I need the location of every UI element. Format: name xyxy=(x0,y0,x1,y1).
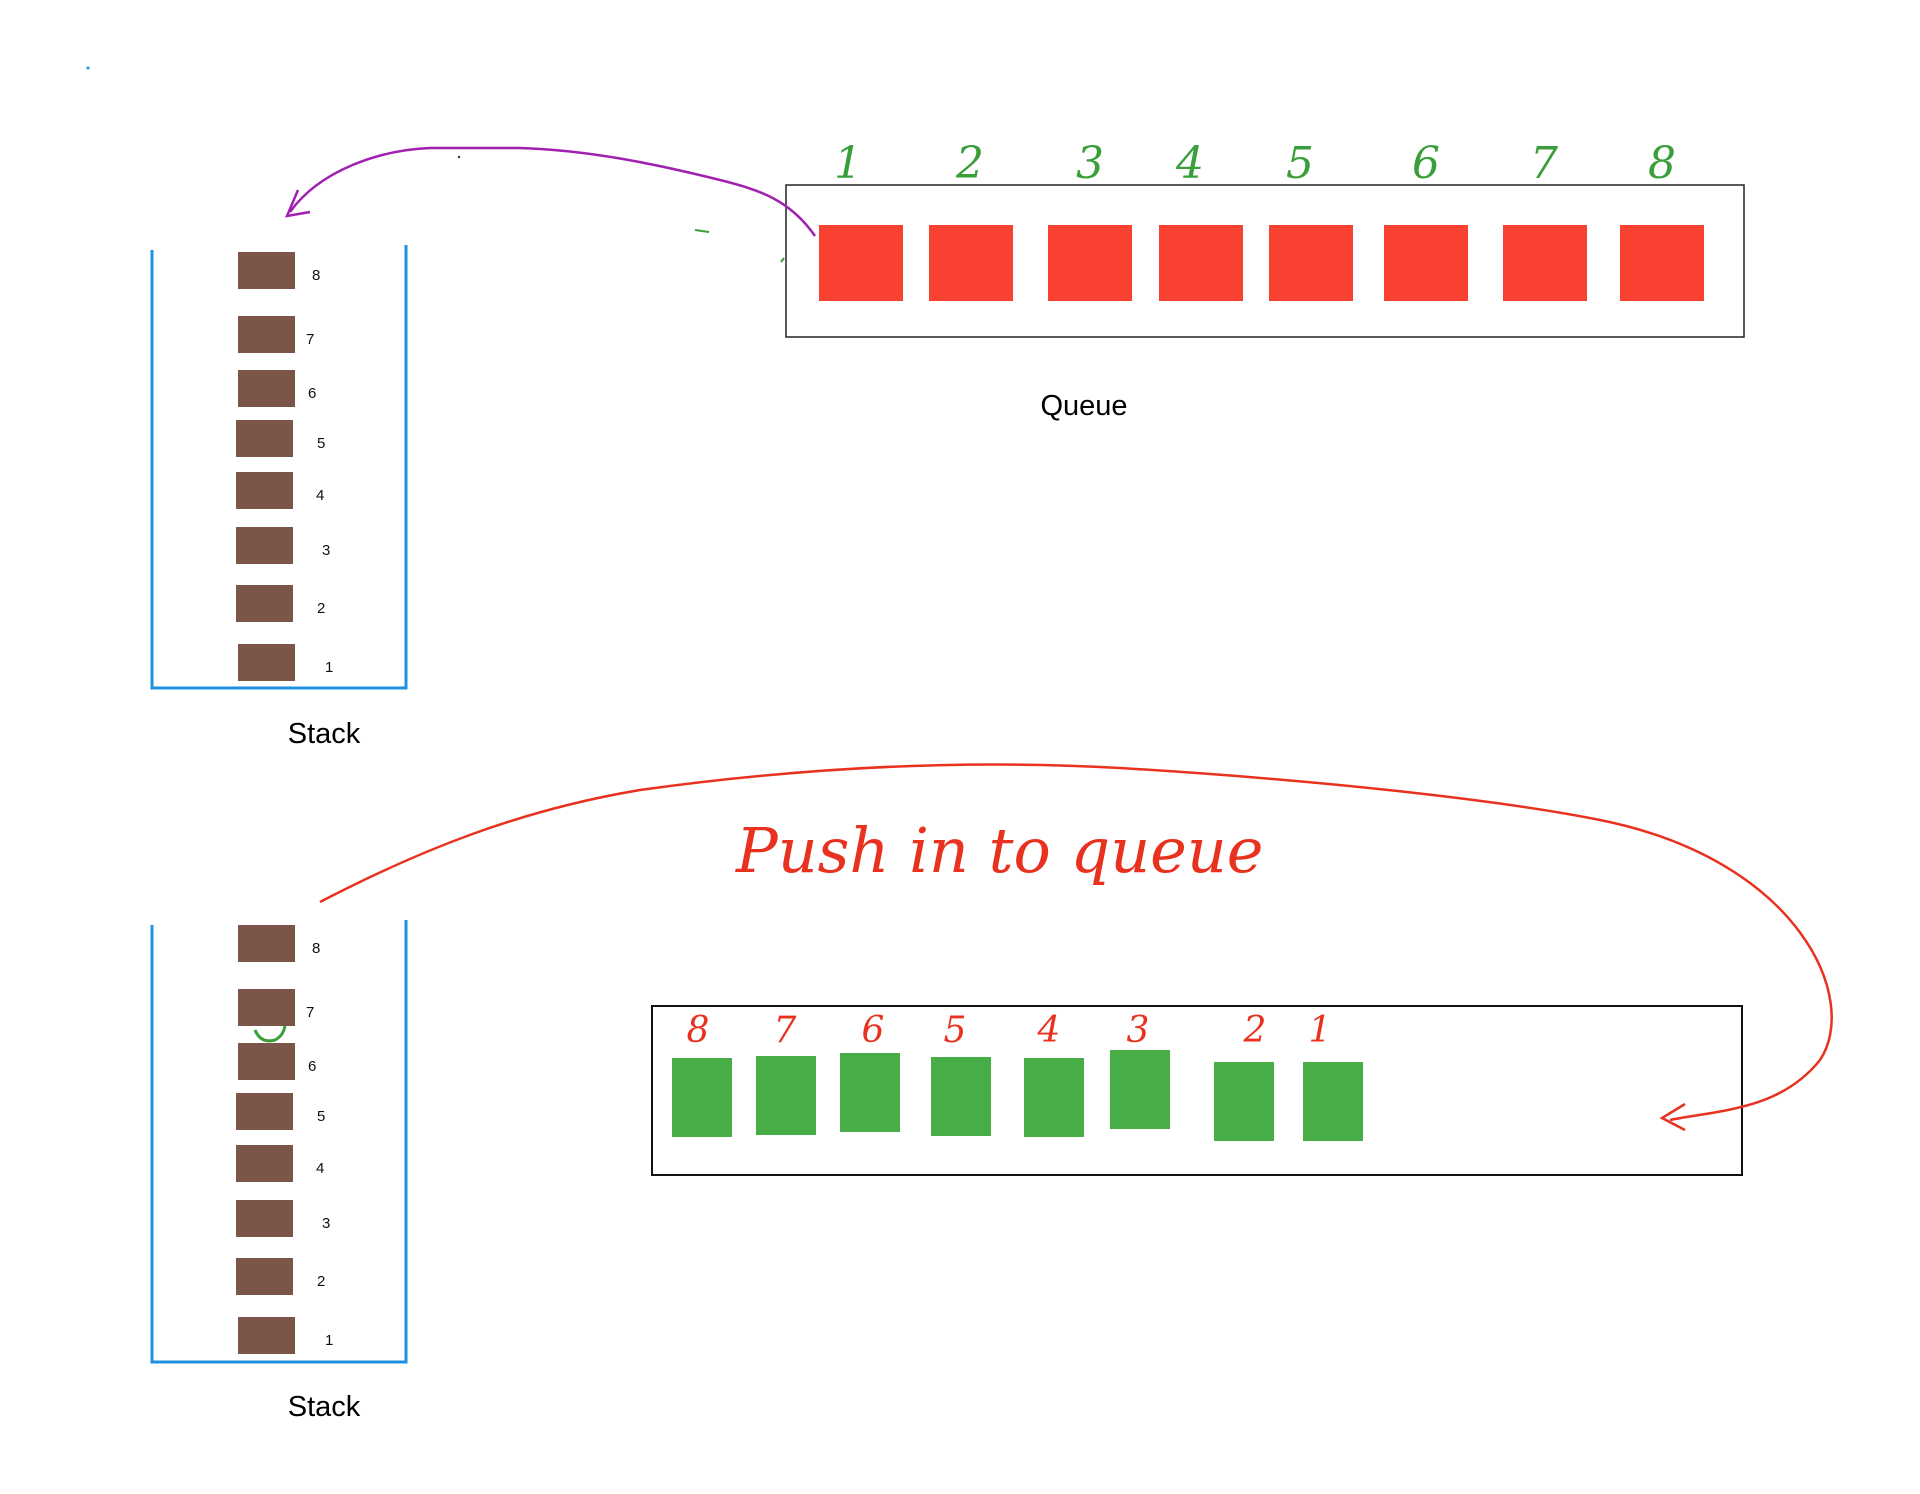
queue-item xyxy=(1048,225,1132,301)
queue-item xyxy=(819,225,903,301)
stack-item-number: 6 xyxy=(308,1058,316,1075)
stack-item xyxy=(238,925,295,962)
queue-item xyxy=(672,1058,732,1137)
queue-item xyxy=(1159,225,1243,301)
green-check-mark xyxy=(253,1025,287,1043)
queue-item-number: 5 xyxy=(944,1010,967,1051)
queue-item xyxy=(1503,225,1587,301)
arrow-queue-to-stack xyxy=(288,146,817,237)
stack-item xyxy=(238,1317,295,1354)
stack-top: 8 7 6 5 4 3 2 1 xyxy=(150,245,408,690)
queue-item xyxy=(1384,225,1468,301)
stack-item-number: 2 xyxy=(317,600,325,617)
stack-label-top: Stack xyxy=(287,718,361,750)
queue-item-number: 6 xyxy=(1412,138,1440,189)
stack-bottom: 8 7 6 5 4 3 2 1 xyxy=(150,920,408,1364)
stack-container-bottom xyxy=(150,920,408,1364)
stack-container-top xyxy=(150,245,408,690)
queue-item xyxy=(840,1053,900,1132)
stack-item xyxy=(236,585,293,622)
arrowhead-bottom xyxy=(1659,1102,1686,1132)
queue-item xyxy=(756,1056,816,1135)
queue-label-top: Queue xyxy=(1040,390,1128,422)
stack-item xyxy=(238,1043,295,1080)
queue-item-number: 4 xyxy=(1037,1010,1061,1051)
stack-item-number: 8 xyxy=(312,940,320,957)
stack-item-number: 1 xyxy=(325,659,333,676)
stack-item xyxy=(238,252,295,289)
stack-item-number: 6 xyxy=(308,385,316,402)
stack-item xyxy=(238,370,295,407)
queue-item-number: 6 xyxy=(862,1010,885,1051)
stack-item-number: 8 xyxy=(312,267,320,284)
queue-item-number: 4 xyxy=(1175,138,1204,189)
stack-item xyxy=(236,1200,293,1237)
stack-item-number: 7 xyxy=(306,1004,314,1021)
queue-item-number: 2 xyxy=(1243,1010,1267,1051)
queue-item xyxy=(1214,1062,1274,1141)
green-stroke xyxy=(694,229,710,233)
stack-item xyxy=(236,420,293,457)
queue-item xyxy=(1303,1062,1363,1141)
queue-container-top xyxy=(785,184,1745,338)
queue-bottom: 8 7 6 5 4 3 2 1 xyxy=(651,1005,1743,1176)
stack-label-bottom: Stack xyxy=(287,1391,361,1423)
queue-item-number: 3 xyxy=(1076,138,1104,189)
stack-item-number: 7 xyxy=(306,331,314,348)
stray-dot xyxy=(86,66,90,70)
queue-item-number: 7 xyxy=(1530,138,1558,189)
queue-top: 1 2 3 4 5 6 7 8 xyxy=(694,138,1745,338)
stack-item-number: 5 xyxy=(317,435,325,452)
stack-item-number: 5 xyxy=(317,1108,325,1125)
queue-item xyxy=(1110,1050,1170,1129)
stack-item-number: 3 xyxy=(322,1215,330,1232)
queue-item-number: 8 xyxy=(687,1010,710,1051)
queue-item-number: 3 xyxy=(1127,1010,1150,1051)
queue-item xyxy=(1269,225,1353,301)
queue-item-number: 1 xyxy=(1309,1010,1332,1051)
stack-item xyxy=(236,1145,293,1182)
queue-item-number: 8 xyxy=(1648,138,1676,189)
stack-item-number: 4 xyxy=(316,1160,324,1177)
stack-item-number: 3 xyxy=(322,542,330,559)
queue-container-bottom xyxy=(651,1005,1743,1176)
stack-item xyxy=(238,644,295,681)
stack-item-number: 4 xyxy=(316,487,324,504)
queue-item xyxy=(1620,225,1704,301)
annotation-push-text: Push in to queue xyxy=(735,814,1263,887)
stack-item-number: 2 xyxy=(317,1273,325,1290)
queue-item-number: 5 xyxy=(1286,138,1314,189)
arrow-stack-to-queue xyxy=(319,763,1833,1122)
stack-item xyxy=(236,527,293,564)
stack-item xyxy=(236,1258,293,1295)
stray-dot xyxy=(457,155,461,159)
queue-item-number: 1 xyxy=(834,138,862,189)
green-stroke xyxy=(780,257,785,263)
stack-item xyxy=(236,472,293,509)
queue-item-number: 7 xyxy=(774,1010,797,1051)
queue-item xyxy=(1024,1058,1084,1137)
stack-item xyxy=(238,989,295,1026)
queue-item xyxy=(929,225,1013,301)
arrowhead-top xyxy=(284,189,311,218)
queue-item-number: 2 xyxy=(955,138,984,189)
queue-item xyxy=(931,1057,991,1136)
stack-item xyxy=(236,1093,293,1130)
stack-item xyxy=(238,316,295,353)
stack-item-number: 1 xyxy=(325,1332,333,1349)
